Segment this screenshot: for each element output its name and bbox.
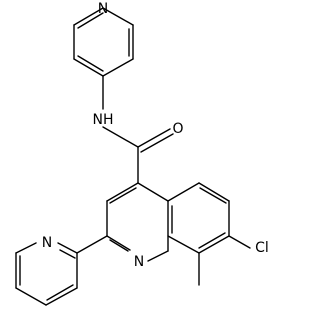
atom-label-quinoline-n: N xyxy=(134,254,144,270)
bond xyxy=(167,182,200,202)
bond xyxy=(102,126,139,148)
bond xyxy=(45,287,78,306)
bond xyxy=(106,182,139,202)
bond xyxy=(15,287,47,306)
atom-label-pyridyl-n: N xyxy=(98,1,108,17)
atom-label-amide-nh: NH xyxy=(93,112,114,128)
bond xyxy=(73,58,104,77)
bond-inner xyxy=(198,232,226,249)
molecule-structure: N NH O N N Cl xyxy=(15,1,269,306)
bond xyxy=(102,58,134,77)
bond xyxy=(228,235,251,249)
bond-inner xyxy=(109,239,129,252)
bond xyxy=(137,182,169,202)
bond xyxy=(102,7,134,26)
bond xyxy=(167,235,200,254)
bond-double xyxy=(140,133,174,153)
atom-label-chloro: Cl xyxy=(255,240,269,256)
bond xyxy=(147,250,169,262)
bond-inner xyxy=(46,284,74,301)
bond-inner xyxy=(77,12,104,29)
bond-inner xyxy=(109,187,137,204)
bond xyxy=(137,128,171,148)
atom-label-pyridyl-left-n: N xyxy=(42,235,52,251)
bond xyxy=(73,7,104,26)
atom-label-carbonyl-o: O xyxy=(172,121,183,137)
bond-lines xyxy=(15,7,251,306)
bond xyxy=(198,182,230,202)
bond xyxy=(57,242,78,254)
bond xyxy=(15,242,37,254)
bond xyxy=(106,235,131,251)
atom-labels: N NH O N N Cl xyxy=(42,1,269,270)
bond xyxy=(198,235,230,254)
bond xyxy=(76,235,108,254)
bond-inner xyxy=(199,187,227,204)
bond-inner xyxy=(77,55,104,72)
bond-inner xyxy=(59,249,76,259)
